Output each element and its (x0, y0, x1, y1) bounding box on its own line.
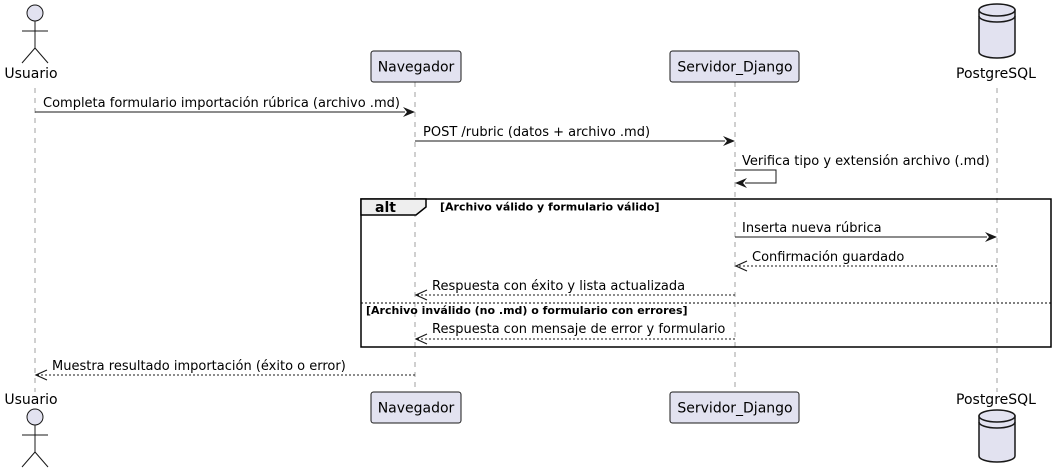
alt-label: alt (375, 200, 396, 216)
alt-guard-2: [Archivo inválido (no .md) o formulario … (366, 304, 688, 317)
participant-label-navegador: Navegador (378, 401, 455, 417)
arrowhead (723, 136, 735, 146)
message-label: Confirmación guardado (752, 250, 904, 265)
message-label: Completa formulario importación rúbrica … (43, 96, 400, 111)
message-label: Respuesta con éxito y lista actualizada (432, 279, 685, 294)
message-3-self: Verifica tipo y extensión archivo (.md) (735, 154, 990, 188)
alt-frame-border (360, 198, 1052, 348)
participant-label-servidor: Servidor_Django (677, 60, 792, 76)
arrowhead (414, 333, 428, 345)
database-icon (978, 409, 1016, 463)
participant-label-usuario: Usuario (4, 66, 57, 82)
message-label: Inserta nueva rúbrica (742, 221, 882, 236)
participant-box (370, 391, 462, 424)
alt-fragment: alt [Archivo válido y formulario válido]… (360, 198, 1052, 348)
arrowhead (985, 232, 997, 242)
participant-box (669, 391, 800, 424)
actor-icon (21, 408, 49, 468)
participant-usuario-bottom: Usuario (4, 392, 58, 468)
participant-label-postgres: PostgreSQL (956, 66, 1036, 82)
message-label: Verifica tipo y extensión archivo (.md) (742, 154, 990, 169)
message-5: Confirmación guardado (734, 250, 997, 272)
participant-label-usuario: Usuario (4, 392, 57, 408)
message-2: POST /rubric (datos + archivo .md) (415, 125, 735, 146)
participant-navegador-top: Navegador (370, 50, 462, 83)
participant-navegador-bottom: Navegador (370, 391, 462, 424)
participant-servidor-bottom: Servidor_Django (669, 391, 800, 424)
message-1: Completa formulario importación rúbrica … (35, 96, 415, 117)
alt-tab (360, 198, 427, 216)
message-6: Respuesta con éxito y lista actualizada (414, 279, 735, 301)
arrowhead (403, 107, 415, 117)
participant-usuario-top: Usuario (4, 4, 58, 82)
arrowhead (734, 260, 748, 272)
arrowhead (34, 369, 48, 381)
participant-box (370, 50, 462, 83)
message-7: Respuesta con mensaje de error y formula… (414, 322, 735, 345)
arrowhead (735, 178, 747, 188)
message-8: Muestra resultado importación (éxito o e… (34, 359, 415, 381)
arrowhead (414, 289, 428, 301)
participant-label-navegador: Navegador (378, 60, 455, 76)
participant-postgres-top: PostgreSQL (956, 3, 1036, 82)
message-label: Respuesta con mensaje de error y formula… (432, 322, 725, 337)
participant-label-servidor: Servidor_Django (677, 401, 792, 417)
participant-postgres-bottom: PostgreSQL (956, 392, 1036, 463)
participant-box (669, 50, 800, 83)
message-label: Muestra resultado importación (éxito o e… (52, 359, 346, 374)
message-label: POST /rubric (datos + archivo .md) (423, 125, 650, 140)
database-icon (978, 3, 1016, 59)
participant-servidor-top: Servidor_Django (669, 50, 800, 83)
message-4: Inserta nueva rúbrica (735, 221, 997, 242)
alt-guard-1: [Archivo válido y formulario válido] (440, 201, 659, 214)
participant-label-postgres: PostgreSQL (956, 392, 1036, 408)
actor-icon (21, 4, 49, 64)
